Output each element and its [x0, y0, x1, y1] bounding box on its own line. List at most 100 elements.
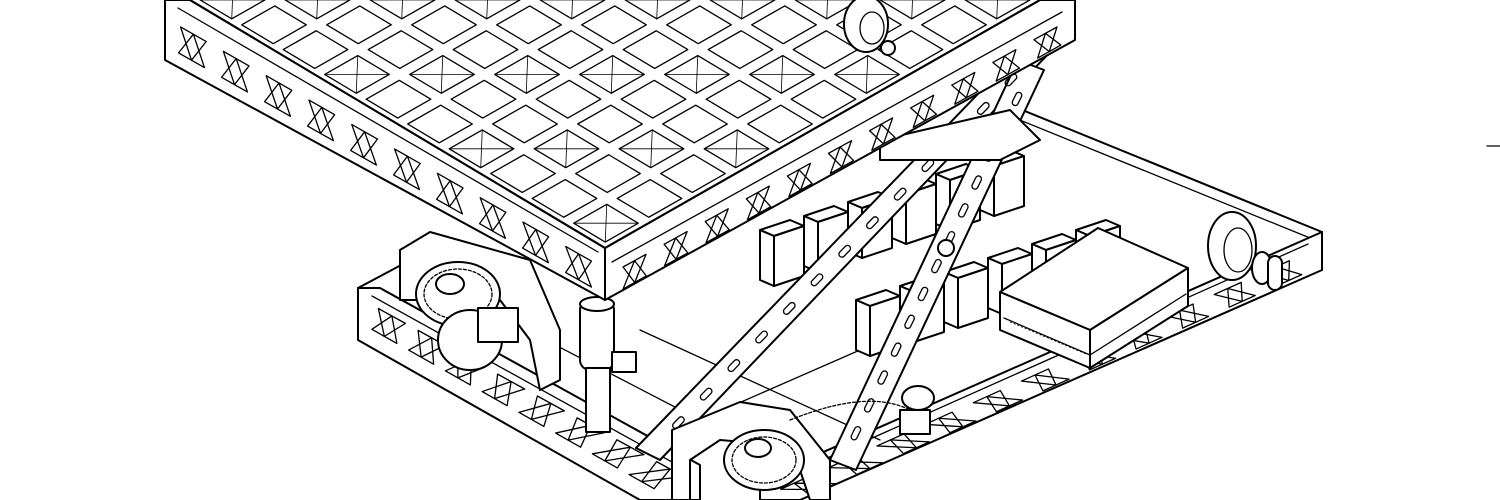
deck-left-beam-edge — [177, 7, 599, 253]
deck-panel-brace — [826, 0, 828, 19]
deck-panel-cutout — [365, 79, 432, 119]
deck-panel-brace — [571, 0, 573, 19]
arm-slot — [917, 286, 929, 302]
battery-cell-face — [993, 155, 1025, 217]
arm-slot — [877, 370, 889, 385]
deck-panel-cutout — [490, 154, 556, 194]
deck-front-cutout-tri-down — [1037, 32, 1062, 59]
deck-panel-cutout — [454, 0, 521, 20]
battery-cell-face — [773, 225, 805, 287]
deck-panel-cutout — [450, 79, 517, 119]
arm-slot — [893, 187, 907, 201]
chassis-right-cutout-tri-down — [889, 439, 931, 455]
deck-panel-cutout — [531, 178, 598, 218]
deck-left-cutout-tri-down — [521, 228, 550, 264]
scissor-pivot-pin — [937, 239, 955, 257]
chassis-back-rim-inner — [1009, 115, 1311, 239]
deck-panel-brace — [911, 0, 913, 19]
chassis-left-wall-top — [371, 295, 691, 473]
chassis-left-cutout-tri-down — [518, 402, 552, 428]
drive-wheel-left — [399, 231, 561, 391]
deck-left-cutout-tri-down — [435, 179, 464, 215]
deck-front-cutout-tri-down — [746, 191, 772, 221]
arm-slot — [1011, 91, 1023, 107]
arm-slot — [863, 398, 875, 413]
controller-box — [999, 227, 1189, 369]
deck-front-cutout-tri-down — [912, 100, 938, 128]
deck-panel-cutout — [751, 5, 817, 45]
deck-panel-brace — [656, 0, 658, 19]
arm-slot — [671, 416, 685, 430]
deck-panel-cutout — [369, 0, 436, 20]
chassis-right-cutout-tri-down — [1227, 287, 1256, 308]
hub-left — [435, 273, 465, 295]
deck-panel-brace — [316, 0, 318, 19]
bearing-block-front — [899, 409, 931, 435]
deck-wheel — [843, 0, 896, 56]
deck-panel-cutout — [367, 30, 434, 70]
deck-panel-cutout — [241, 5, 307, 45]
drive-wheel-front — [671, 385, 935, 500]
actuator-rod-housing — [585, 367, 611, 433]
scissor-cross-member — [879, 109, 1041, 161]
caster-wheel-hub — [1223, 227, 1253, 273]
deck-front-cutout-tri-down — [788, 169, 813, 198]
deck-panel-cutout — [624, 0, 691, 20]
deck-panel-brace — [996, 0, 998, 19]
deck-left-beam — [164, 0, 606, 301]
deck-left-cutout-tri-down — [306, 106, 335, 142]
deck-panel-cutout — [411, 5, 477, 45]
deck-left-cutout-tri-down — [564, 253, 593, 288]
arm-slot — [931, 258, 942, 274]
chain-front — [731, 436, 797, 484]
linear-actuator — [579, 296, 637, 433]
deck-panel-cutout — [792, 30, 859, 70]
arm-slot — [850, 425, 862, 441]
deck-panel-cutout — [577, 104, 643, 144]
deck-panel-cutout — [705, 79, 772, 119]
deck-left-cutout-tri-down — [177, 33, 206, 69]
deck-panel-cutout — [879, 0, 946, 20]
controller-box-seam — [1003, 293, 1187, 356]
actuator-bracket — [611, 351, 637, 373]
deck-wheel-axle — [880, 40, 896, 56]
deck-front-cutout-tri-down — [705, 214, 730, 244]
deck-front-cutout-tri-down — [995, 55, 1021, 82]
arm-slot — [727, 359, 741, 373]
battery-cell-face — [957, 267, 989, 329]
chassis-right-cutout-tri-down — [937, 417, 977, 434]
deck-panel-cutout — [622, 30, 689, 70]
chassis-right-cutout-tri-down — [986, 395, 1024, 413]
deck-panel-cutout — [284, 0, 351, 20]
deck-left-beam-cutouts — [177, 26, 593, 288]
deck-panel-cutout — [535, 79, 602, 119]
deck-panel-cutout — [452, 30, 519, 70]
caster-slot — [1267, 255, 1283, 291]
deck-panel-cutout — [790, 79, 857, 119]
deck-left-cutout-tri-down — [220, 57, 249, 93]
chassis-left-cutout-tri-down — [407, 337, 435, 365]
chain-run-front — [789, 400, 911, 421]
deck-panel-cutout — [575, 154, 641, 194]
deck-top-edge — [189, 0, 1041, 249]
chassis-left-cutout-tri-down — [554, 424, 592, 448]
deck-front-cutout-tri-down — [954, 78, 979, 105]
deck-left-cutout-tri-down — [263, 82, 292, 117]
chassis-right-cutout-tri-down — [1178, 309, 1210, 329]
controller-vent — [1009, 321, 1087, 355]
deck-panel-cutout — [581, 5, 647, 45]
deck-panel-cutout — [660, 154, 726, 194]
deck-panel-cutout — [539, 0, 606, 20]
arm-slot — [838, 244, 852, 258]
chassis-left-cutout-tri-down — [591, 446, 632, 469]
arm-slot — [699, 387, 713, 401]
arm-slot — [755, 330, 768, 344]
deck-panel-cutout — [747, 104, 813, 144]
scissor-arm-right — [829, 59, 1045, 471]
deck-left-cutout-tri-down — [478, 204, 507, 239]
arm-slot — [957, 203, 969, 218]
caster-wheel-outer — [1207, 211, 1257, 281]
deck-panel-cutout — [282, 30, 349, 70]
